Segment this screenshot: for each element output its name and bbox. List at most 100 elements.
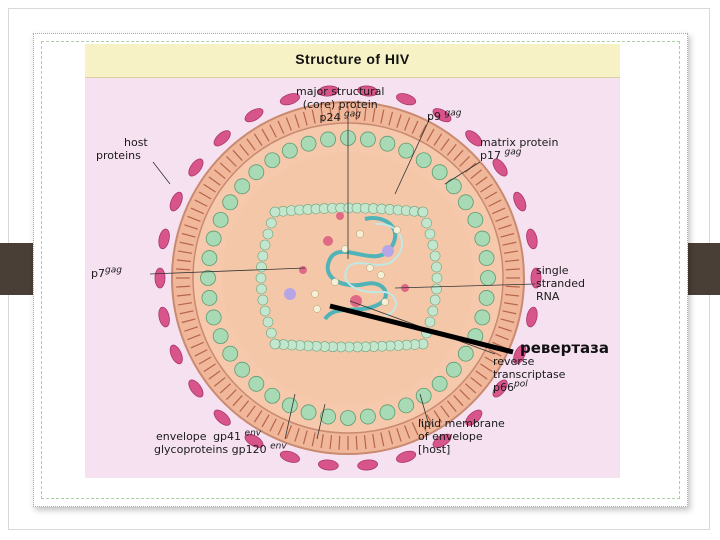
lipid-tick <box>208 370 221 380</box>
spike <box>492 158 508 177</box>
protein-dot-3 <box>336 212 344 220</box>
matrix-bead <box>478 290 495 306</box>
lipid-tick <box>219 162 231 173</box>
spike <box>357 85 379 97</box>
label-p7: p7gag <box>91 265 122 280</box>
matrix-bead <box>431 164 448 181</box>
matrix-bead <box>480 270 496 286</box>
capsid-bead <box>431 272 443 284</box>
matrix-bead <box>379 135 396 152</box>
spike <box>244 433 264 448</box>
lipid-tick <box>225 389 237 401</box>
lipid-tick <box>338 106 341 121</box>
capsid-bead <box>259 239 271 251</box>
matrix-bead <box>201 290 218 306</box>
capsid-bead <box>431 261 442 273</box>
core-dot <box>381 298 389 306</box>
lipid-tick <box>285 117 292 131</box>
lipid-tick <box>480 363 493 373</box>
p9-protein <box>382 245 394 257</box>
lipid-tick <box>453 395 464 407</box>
lipid-tick <box>498 224 512 230</box>
spike <box>317 85 339 97</box>
spike <box>169 191 183 212</box>
matrix-bead <box>445 361 462 378</box>
spike <box>169 344 183 365</box>
lipid-tick <box>426 414 435 428</box>
capsid-bead <box>269 206 281 218</box>
label-core-protein: major structural (core) protein p24 gag <box>296 85 385 124</box>
spike <box>188 158 204 177</box>
matrix-bead <box>445 178 462 195</box>
figure-title: Structure of HIV <box>295 51 410 67</box>
annotation-arrow <box>329 303 514 355</box>
lipid-tick <box>495 215 509 222</box>
lipid-tick <box>495 334 509 341</box>
lipid-tick <box>404 117 411 131</box>
matrix-bead <box>281 142 298 159</box>
core-dot <box>313 305 321 313</box>
capsid-bead <box>431 283 442 295</box>
lipid-tick <box>355 106 358 121</box>
lipid-tick <box>503 250 518 254</box>
lipid-tick <box>181 318 196 324</box>
label-lipid-membrane: lipid membrane of envelope [host] <box>418 417 505 456</box>
matrix-bead <box>222 194 239 211</box>
lipid-tick <box>363 106 367 121</box>
lipid-tick <box>194 199 208 207</box>
matrix-bead <box>205 230 222 247</box>
lipid-tick <box>459 155 471 167</box>
matrix-bead <box>212 328 229 345</box>
lipid-tick <box>311 432 316 447</box>
capsid-bead <box>262 316 274 328</box>
lipid-tick <box>380 109 385 124</box>
card-inner-border <box>41 41 680 499</box>
protein-dot-2 <box>299 266 307 274</box>
matrix-bead <box>222 345 239 362</box>
spike <box>526 228 538 250</box>
lipid-tick <box>176 259 191 263</box>
lipid-tick <box>239 143 250 156</box>
matrix-beads <box>200 130 496 426</box>
matrix-bead <box>234 361 251 378</box>
spike <box>396 450 417 463</box>
lipid-tick <box>498 326 512 332</box>
lipid-tick <box>502 241 517 246</box>
lipid-tick <box>190 341 204 349</box>
lipid-tick <box>253 133 263 146</box>
spike <box>513 191 527 212</box>
lipid-tick <box>475 176 488 186</box>
lipid-tick <box>285 425 292 439</box>
matrix-bead <box>398 142 415 159</box>
lipid-tick <box>178 250 193 254</box>
matrix-bead <box>205 309 222 326</box>
spike <box>317 459 339 471</box>
spike <box>465 409 483 426</box>
lipid-tick <box>470 376 483 387</box>
matrix-bead <box>457 194 474 211</box>
capsid-bead <box>427 239 439 251</box>
matrix-bead <box>281 397 298 414</box>
core-dot <box>331 278 339 286</box>
lipid-tick <box>440 405 450 418</box>
spike <box>432 433 452 448</box>
lipid-tick <box>363 435 367 450</box>
spike <box>513 344 527 365</box>
lipid-tick <box>178 302 193 306</box>
capsid-bead <box>429 250 441 262</box>
lipid-tick <box>503 302 518 306</box>
capsid-bead <box>269 338 281 350</box>
lipid-tick <box>433 133 443 146</box>
spike <box>279 93 300 106</box>
capsid-bead <box>266 327 277 339</box>
matrix-bead <box>264 387 281 404</box>
matrix-bead <box>467 211 484 228</box>
lipid-tick <box>179 241 194 246</box>
lipid-tick <box>194 349 208 357</box>
enzyme-dot <box>350 295 362 307</box>
lipid-tick <box>187 215 201 222</box>
hiv-figure: Structure of HIV <box>85 44 620 478</box>
lipid-tick <box>261 128 270 142</box>
spike <box>492 379 508 398</box>
matrix-bead <box>379 404 396 421</box>
